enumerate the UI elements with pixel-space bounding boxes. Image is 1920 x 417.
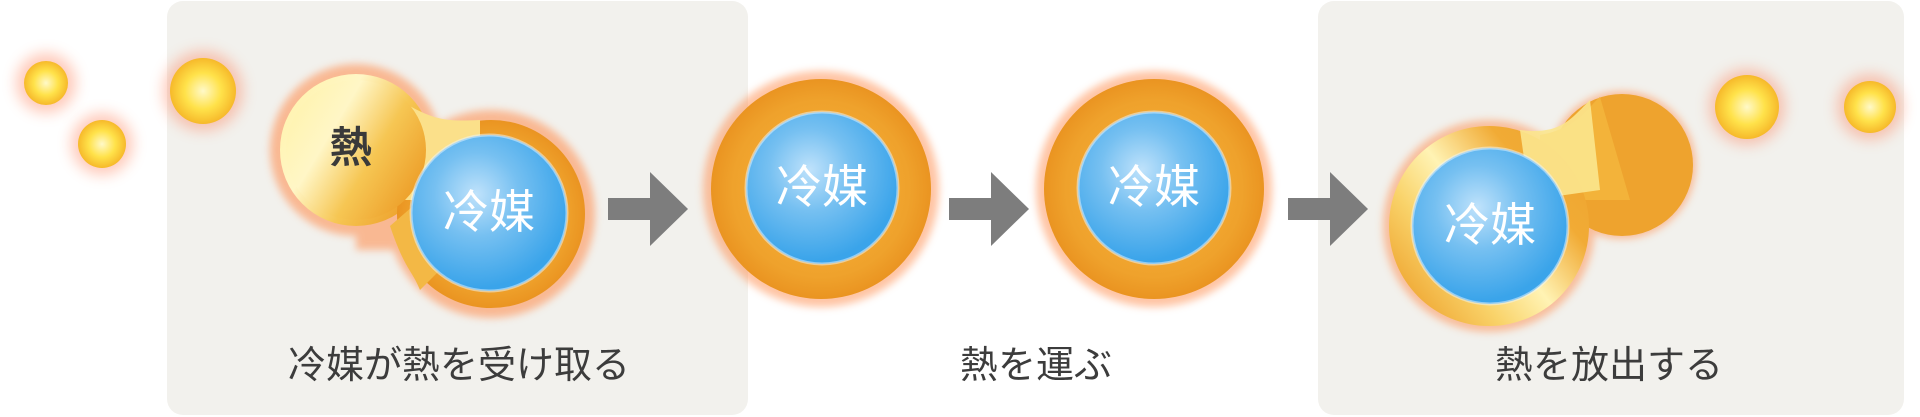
refrigerant-orb [744,110,900,266]
refrigerant-label: 冷媒 [443,185,535,239]
refrigerant-orb [409,133,569,293]
heat-particle-icon [1837,74,1903,140]
refrigerant-label: 冷媒 [1444,198,1536,252]
right-arrow-icon [608,172,688,246]
right-arrow-icon [949,172,1029,246]
heat-label: 熱 [330,123,372,172]
step1-caption: 冷媒が熱を受け取る [288,343,630,387]
right-arrow-icon [1288,172,1368,246]
refrigerant-label: 冷媒 [776,160,868,214]
refrigerant-orb [1076,110,1232,266]
heat-particle-icon [1709,69,1785,145]
heat-particle-icon [16,53,76,113]
heat-particle-icon [71,113,133,175]
refrigerant-orb [1410,146,1570,306]
heat-particle-icon [163,51,243,131]
step3-caption: 熱を放出する [1495,343,1723,387]
refrigerant-label: 冷媒 [1108,160,1200,214]
step2-caption: 熱を運ぶ [960,343,1112,387]
